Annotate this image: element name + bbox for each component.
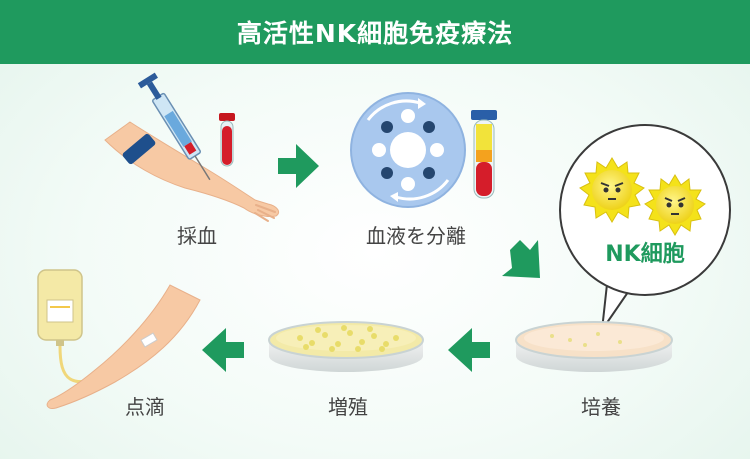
step-label-infusion: 点滴: [125, 395, 165, 419]
nk-cell-bubble: [559, 124, 731, 331]
culture-dish-illustration: [515, 321, 673, 372]
iv-bag-icon: [37, 269, 83, 346]
blood-draw-illustration: [104, 72, 280, 222]
step-label-separation: 血液を分離: [366, 224, 466, 248]
blood-tube-icon: [219, 113, 235, 167]
step-label-blood-draw: 採血: [177, 224, 217, 248]
page-title: 高活性NK細胞免疫療法: [0, 0, 750, 64]
syringe-icon: [137, 72, 211, 181]
infusion-illustration: [37, 269, 201, 409]
nk-cell-icon: [579, 157, 645, 223]
separated-tube-icon: [471, 110, 497, 199]
separation-illustration: [350, 92, 497, 208]
arrow-down-right-icon: [502, 240, 540, 278]
arrow-left-icon: [448, 328, 490, 372]
nk-cell-label: NK細胞: [605, 242, 685, 267]
step-label-proliferation: 増殖: [328, 395, 368, 419]
nk-cell-icon: [644, 174, 706, 236]
arrow-left-icon: [202, 328, 244, 372]
proliferation-dish-illustration: [268, 321, 424, 372]
step-label-culture: 培養: [581, 395, 621, 419]
arrow-right-icon: [278, 144, 319, 188]
